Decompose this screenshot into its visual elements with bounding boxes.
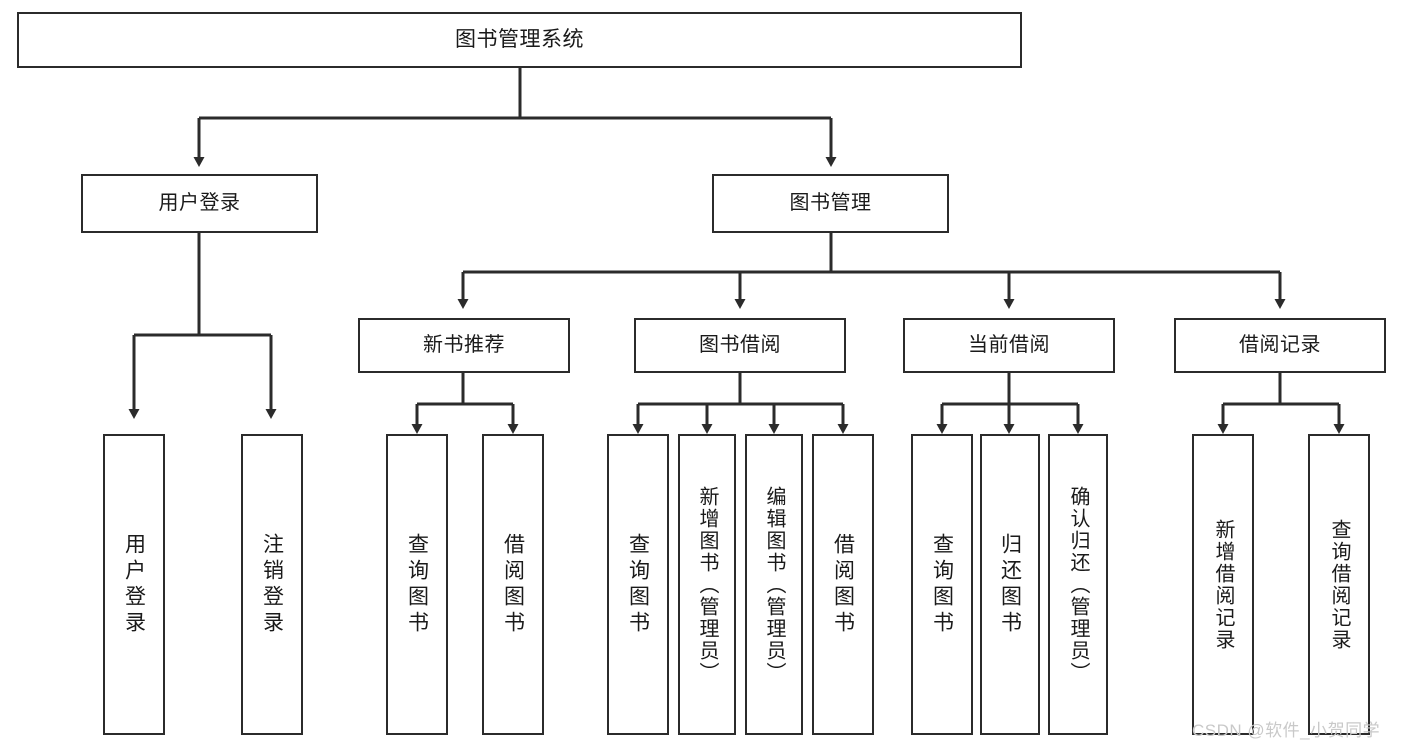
node-user-login[interactable]: 用户登录 [81, 174, 318, 233]
node-label: 用户登录 [158, 191, 241, 214]
leaf-query-book-current[interactable]: 查询图书 [911, 434, 973, 735]
leaf-add-book-admin[interactable]: 新增图书（管理员） [678, 434, 736, 735]
node-book-borrow[interactable]: 图书借阅 [634, 318, 846, 373]
node-label: 查询图书 [405, 532, 429, 637]
node-label: 借阅图书 [831, 532, 855, 637]
leaf-confirm-return-admin[interactable]: 确认归还（管理员） [1048, 434, 1108, 735]
node-label: 新增借阅记录 [1212, 518, 1234, 651]
node-label: 查询图书 [930, 532, 954, 637]
node-label: 用户登录 [122, 532, 146, 637]
node-label: 查询图书 [626, 532, 650, 637]
leaf-borrow-book[interactable]: 借阅图书 [812, 434, 874, 735]
node-new-book-recommend[interactable]: 新书推荐 [358, 318, 570, 373]
node-label: 归还图书 [998, 532, 1022, 637]
node-label: 当前借阅 [968, 333, 1050, 356]
leaf-edit-book-admin[interactable]: 编辑图书（管理员） [745, 434, 803, 735]
node-label: 查询借阅记录 [1328, 518, 1350, 651]
leaf-logout[interactable]: 注销登录 [241, 434, 303, 735]
node-label: 新增图书（管理员） [696, 485, 718, 684]
node-book-management[interactable]: 图书管理 [712, 174, 949, 233]
node-label: 借阅图书 [501, 532, 525, 637]
node-root-book-management-system[interactable]: 图书管理系统 [17, 12, 1022, 68]
leaf-query-borrow-record[interactable]: 查询借阅记录 [1308, 434, 1370, 735]
node-label: 确认归还（管理员） [1067, 485, 1089, 684]
node-label: 图书借阅 [699, 333, 781, 356]
leaf-user-login[interactable]: 用户登录 [103, 434, 165, 735]
node-borrow-record[interactable]: 借阅记录 [1174, 318, 1386, 373]
node-label: 图书管理系统 [455, 27, 584, 51]
node-label: 编辑图书（管理员） [763, 485, 785, 684]
node-label: 借阅记录 [1239, 333, 1321, 356]
leaf-query-book-recommend[interactable]: 查询图书 [386, 434, 448, 735]
leaf-query-book-borrow[interactable]: 查询图书 [607, 434, 669, 735]
leaf-return-book[interactable]: 归还图书 [980, 434, 1040, 735]
csdn-watermark: CSDN @软件_小贺同学 [1192, 721, 1381, 740]
leaf-add-borrow-record[interactable]: 新增借阅记录 [1192, 434, 1254, 735]
node-label: 新书推荐 [423, 333, 505, 356]
node-label: 注销登录 [260, 532, 284, 637]
node-label: 图书管理 [789, 191, 872, 214]
node-current-borrow[interactable]: 当前借阅 [903, 318, 1115, 373]
leaf-borrow-book-recommend[interactable]: 借阅图书 [482, 434, 544, 735]
